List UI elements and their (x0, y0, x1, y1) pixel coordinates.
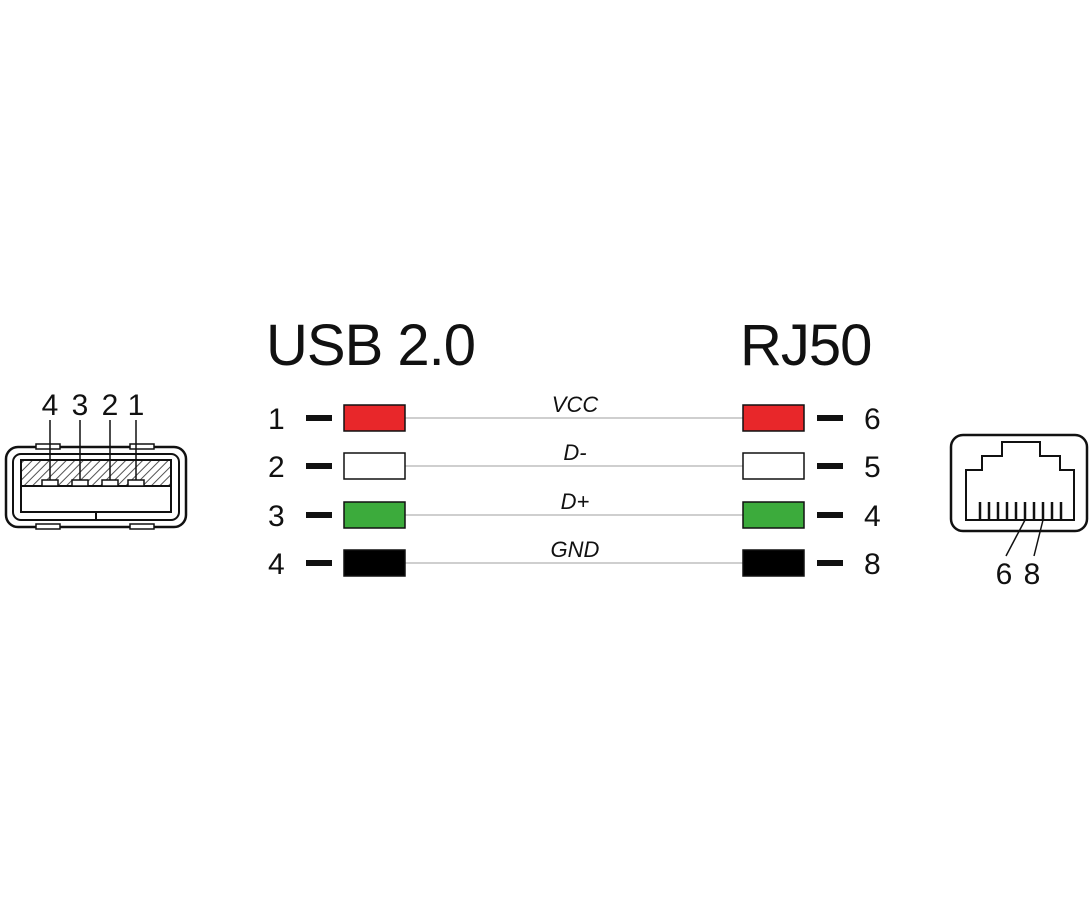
usb-wire-color-block (343, 549, 406, 577)
signal-label: VCC (552, 392, 599, 417)
rj50-pin-number: 4 (864, 500, 881, 533)
rj50-wire-color-block (742, 404, 805, 432)
usb-pin-dash (306, 560, 332, 566)
rj50-pin-label: 6 (996, 558, 1013, 591)
signal-label: D- (563, 440, 586, 465)
usb-pin-dash (306, 512, 332, 518)
usb-pin-label: 1 (128, 389, 145, 422)
rj50-pin-dash (817, 463, 843, 469)
usb-pin-number: 3 (268, 500, 285, 533)
usb-pin-label: 4 (42, 389, 59, 422)
usb-pin-number: 4 (268, 548, 285, 581)
signal-label: GND (551, 537, 600, 562)
usb-wire-color-block (343, 501, 406, 529)
rj50-pin-dash (817, 512, 843, 518)
rj50-pin-number: 5 (864, 451, 881, 484)
usb-wire-color-block (343, 404, 406, 432)
rj50-pin-number: 8 (864, 548, 881, 581)
usb-wire-color-block (343, 452, 406, 480)
usb-pin-dash (306, 415, 332, 421)
rj50-connector-icon (949, 433, 1089, 557)
usb-connector-icon (4, 420, 188, 530)
usb-pin-label: 2 (102, 389, 119, 422)
rj50-title: RJ50 (740, 313, 871, 378)
usb-pin-label: 3 (72, 389, 89, 422)
usb-title: USB 2.0 (266, 313, 475, 378)
rj50-pin-dash (817, 415, 843, 421)
rj50-wire-color-block (742, 549, 805, 577)
rj50-wire-color-block (742, 501, 805, 529)
signal-label: D+ (561, 489, 590, 514)
rj50-pin-number: 6 (864, 403, 881, 436)
wire-rows: 1 6 VCC 2 5 D- 3 4 D+ 4 8 GND (268, 392, 881, 581)
usb-pin-number: 1 (268, 403, 285, 436)
rj50-pin-label: 8 (1024, 558, 1041, 591)
usb-pin-number: 2 (268, 451, 285, 484)
rj50-wire-color-block (742, 452, 805, 480)
rj50-pin-dash (817, 560, 843, 566)
usb-pin-dash (306, 463, 332, 469)
